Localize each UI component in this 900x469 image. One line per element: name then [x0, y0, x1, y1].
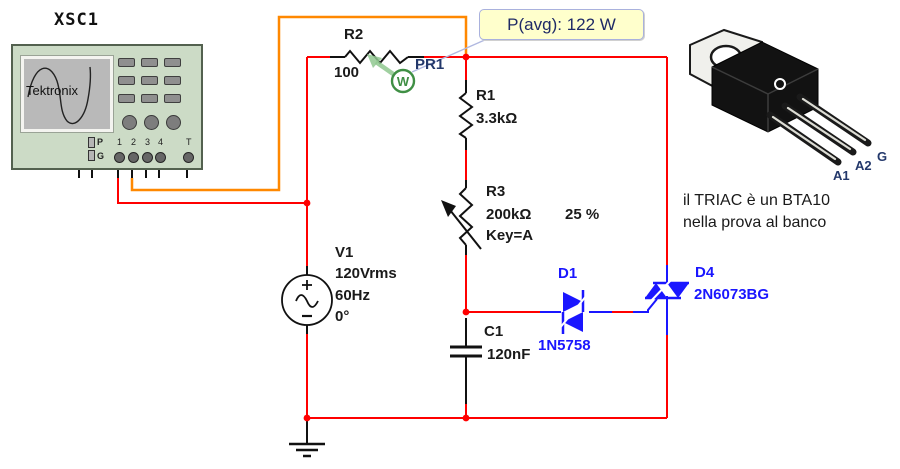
scope-button: [164, 58, 181, 67]
to220-pin-g-label: G: [877, 149, 888, 164]
oscilloscope-instrument[interactable]: Tektronix P G 1 2 3 4 T: [11, 44, 203, 170]
scope-terminal-t[interactable]: [183, 152, 194, 163]
d4-part-label: 2N6073BG: [694, 286, 770, 303]
c1-value-label: 120nF: [487, 346, 531, 363]
scope-button: [164, 94, 181, 103]
annotation-line-1: il TRIAC è un BTA10: [683, 192, 831, 209]
potentiometer-r3-symbol[interactable]: [441, 187, 482, 250]
to220-pin-a2-label: A2: [855, 158, 872, 173]
wire-channel1[interactable]: [117, 178, 307, 204]
capacitor-c1-symbol[interactable]: [450, 345, 482, 358]
ground-pin-icon: [88, 150, 95, 161]
oscilloscope-screen: Tektronix: [20, 55, 114, 133]
oscilloscope-id-label: XSC1: [54, 10, 99, 30]
scope-pin-p-label: P: [97, 137, 104, 147]
scope-knob: [144, 115, 159, 130]
scope-button-grid: [118, 58, 188, 118]
to220-body-hole: [774, 78, 786, 90]
scope-channel-1-label: 1: [117, 137, 123, 147]
resistor-r1-symbol[interactable]: [458, 92, 474, 139]
d1-ref-label: D1: [558, 265, 578, 282]
r3-value-label: 200kΩ: [486, 206, 532, 223]
junction-dots: [303, 53, 470, 422]
probe-pin-icon: [88, 137, 95, 148]
v1-frequency-label: 60Hz: [335, 287, 371, 304]
scope-button: [141, 76, 158, 85]
scope-button: [118, 58, 135, 67]
v1-value-label: 120Vrms: [335, 265, 397, 282]
annotation-line-2: nella prova al banco: [683, 214, 827, 231]
c1-ref-label: C1: [484, 323, 504, 340]
d4-ref-label: D4: [695, 264, 715, 281]
r3-ref-label: R3: [486, 183, 506, 200]
scope-knob: [166, 115, 181, 130]
scope-pin-g-label: G: [97, 151, 105, 161]
wire-red-nets[interactable]: [306, 56, 668, 419]
to220-leads: [766, 93, 872, 166]
ground-symbol[interactable]: [289, 418, 325, 458]
scope-button: [164, 76, 181, 85]
annotation-text: il TRIAC è un BTA10 nella prova al banco: [683, 190, 830, 234]
power-probe-pr1[interactable]: W: [367, 38, 488, 94]
v1-ref-label: V1: [335, 244, 354, 261]
probe-ref-label: PR1: [415, 56, 445, 73]
oscilloscope-screen-display: Tektronix: [24, 59, 110, 129]
r1-ref-label: R1: [476, 87, 496, 104]
diac-d1-symbol[interactable]: [540, 290, 612, 334]
r3-key-label: Key=A: [486, 227, 534, 244]
scope-terminal-2[interactable]: [128, 152, 139, 163]
to220-pin-a1-label: A1: [833, 168, 850, 183]
scope-button: [118, 94, 135, 103]
r3-setting-label: 25 %: [565, 206, 600, 223]
triac-d4-symbol[interactable]: [633, 265, 689, 335]
component-leads: [306, 56, 467, 404]
scope-channel-2-label: 2: [131, 137, 137, 147]
oscilloscope-brand-label: Tektronix: [26, 83, 79, 98]
d1-part-label: 1N5758: [538, 337, 591, 354]
scope-terminal-1[interactable]: [114, 152, 125, 163]
scope-button: [118, 76, 135, 85]
probe-reading-callout[interactable]: P(avg): 122 W: [479, 9, 644, 40]
ac-source-v1-symbol[interactable]: [281, 274, 333, 326]
scope-terminal-3[interactable]: [142, 152, 153, 163]
scope-channel-3-label: 3: [145, 137, 151, 147]
scope-knob: [122, 115, 137, 130]
sine-wave-icon: [27, 66, 92, 125]
scope-channel-4-label: 4: [158, 137, 164, 147]
probe-unit-label: W: [397, 74, 410, 89]
v1-phase-label: 0°: [335, 308, 350, 325]
scope-button: [141, 94, 158, 103]
to220-package-image: [689, 28, 872, 166]
wire-channel2[interactable]: [130, 15, 468, 192]
scope-button: [141, 58, 158, 67]
scope-trigger-label: T: [186, 137, 192, 147]
scope-terminal-4[interactable]: [155, 152, 166, 163]
r1-value-label: 3.3kΩ: [476, 110, 518, 127]
r2-value-label: 100: [334, 64, 360, 81]
r2-ref-label: R2: [344, 26, 364, 43]
